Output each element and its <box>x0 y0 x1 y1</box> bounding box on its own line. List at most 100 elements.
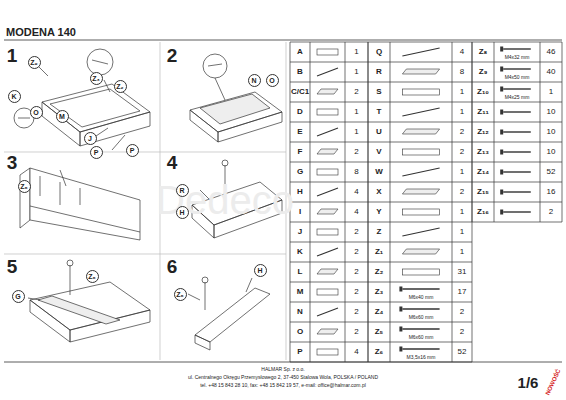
callout-letter: Z₆ <box>176 291 183 298</box>
dimension: M6x60 mm <box>409 315 434 320</box>
part-quantity: 2 <box>354 148 358 156</box>
step-number: 4 <box>167 153 178 172</box>
part-letter: Z₈ <box>479 48 488 56</box>
callout-letter: H <box>257 267 262 274</box>
new-stamp: NOWOŚĆ <box>544 368 561 396</box>
part-letter: Q <box>376 48 382 56</box>
part-letter: B <box>297 68 303 76</box>
part-letter: X <box>376 188 381 196</box>
part-quantity: 1 <box>460 228 464 236</box>
part-letter: Y <box>376 208 381 216</box>
part-letter: E <box>297 128 302 136</box>
callout-circle: Z₆ <box>86 270 99 283</box>
part-quantity: 8 <box>460 68 464 76</box>
part-letter: W <box>375 168 383 176</box>
callout-letter: M <box>59 113 65 120</box>
part-letter: H <box>297 188 303 196</box>
part-letter: Z₄ <box>375 308 384 316</box>
callout-letter: J <box>88 135 92 142</box>
callout-circle: N <box>248 74 261 87</box>
part-quantity: 1 <box>460 108 464 116</box>
callout-circle: P <box>126 144 139 157</box>
part-letter: Z₁₆ <box>477 208 489 216</box>
part-letter: R <box>376 68 382 76</box>
part-letter: M <box>297 288 304 296</box>
callout-letter: O <box>269 77 274 84</box>
dimension: M6x60 mm <box>409 335 434 340</box>
part-quantity: 2 <box>354 268 358 276</box>
step-number: 6 <box>167 257 178 276</box>
callout-circle: Z₂ <box>114 80 127 93</box>
part-letter: U <box>376 128 382 136</box>
part-quantity: 40 <box>547 68 556 76</box>
callout-letter: Z₃ <box>92 75 100 82</box>
footer-contact: tel. +48 15 843 28 10, fax: +48 15 842 1… <box>200 383 366 388</box>
part-quantity: 52 <box>547 168 556 176</box>
part-quantity: 8 <box>354 168 358 176</box>
part-quantity: 4 <box>460 48 464 56</box>
page-number: 1/6 <box>518 375 539 390</box>
dimension: M6x40 mm <box>409 295 434 300</box>
part-letter: Z₁₃ <box>477 148 489 156</box>
part-quantity: 2 <box>460 328 464 336</box>
footer-address: ul. Centralnego Okręgu Przemysłowego 2, … <box>188 375 378 380</box>
callout-letter: Z₂ <box>116 83 123 90</box>
dimension: M4x32 mm <box>505 55 530 60</box>
callout-letter: G <box>15 293 20 300</box>
callout-letter: R <box>179 187 184 194</box>
part-letter: F <box>298 148 303 156</box>
part-quantity: 2 <box>354 248 358 256</box>
part-letter: Z₁ <box>375 248 383 256</box>
part-quantity: 2 <box>549 208 553 216</box>
part-letter: Z₉ <box>479 68 488 76</box>
part-quantity: 1 <box>354 108 358 116</box>
part-quantity: 2 <box>460 188 464 196</box>
callout-letter: P <box>130 147 135 154</box>
part-quantity: 4 <box>354 188 358 196</box>
step-number: 2 <box>167 46 178 65</box>
part-letter: J <box>298 228 302 236</box>
part-quantity: 46 <box>547 48 556 56</box>
callout-circle: G <box>12 290 25 303</box>
part-letter: L <box>298 268 303 276</box>
part-letter: I <box>299 208 301 216</box>
dimension: M4x50 mm <box>505 75 530 80</box>
callout-letter: Z₆ <box>88 273 95 280</box>
callout-circle: Z₉ <box>28 56 41 69</box>
part-letter: Z₁₁ <box>477 108 489 116</box>
callout-circle: O <box>266 74 279 87</box>
part-letter: Z₆ <box>375 348 384 356</box>
callout-letter: Z₉ <box>30 59 37 66</box>
callout-circle: Z₆ <box>174 288 187 301</box>
part-quantity: 2 <box>460 308 464 316</box>
part-letter: V <box>376 148 381 156</box>
step-number: 3 <box>7 153 18 172</box>
part-quantity: 2 <box>354 288 358 296</box>
callout-circle: M <box>56 110 69 123</box>
part-quantity: 10 <box>547 108 556 116</box>
title: MODENA 140 <box>6 26 76 38</box>
part-quantity: 1 <box>549 88 553 96</box>
part-quantity: 2 <box>460 148 464 156</box>
part-quantity: 2 <box>460 128 464 136</box>
part-letter: A <box>297 48 303 56</box>
part-quantity: 10 <box>547 148 556 156</box>
footer-company: HALMAR Sp. z o.o. <box>261 367 304 372</box>
callout-circle: K <box>8 90 21 103</box>
part-letter: Z₁₀ <box>477 88 489 96</box>
part-letter: T <box>377 108 382 116</box>
callout-circle: Z₆ <box>18 180 31 193</box>
part-quantity: 1 <box>354 48 358 56</box>
part-letter: G <box>297 168 303 176</box>
part-quantity: 2 <box>354 228 358 236</box>
part-quantity: 1 <box>354 128 358 136</box>
dimension: M3,5x16 mm <box>407 355 436 360</box>
callout-circle: R <box>176 184 189 197</box>
part-quantity: 1 <box>460 168 464 176</box>
callout-circle: Z₃ <box>90 72 103 85</box>
callout-letter: K <box>11 93 16 100</box>
part-quantity: 2 <box>354 88 358 96</box>
part-letter: Z₁₂ <box>477 128 489 136</box>
part-quantity: 17 <box>458 288 467 296</box>
callout-circle: H <box>176 206 189 219</box>
